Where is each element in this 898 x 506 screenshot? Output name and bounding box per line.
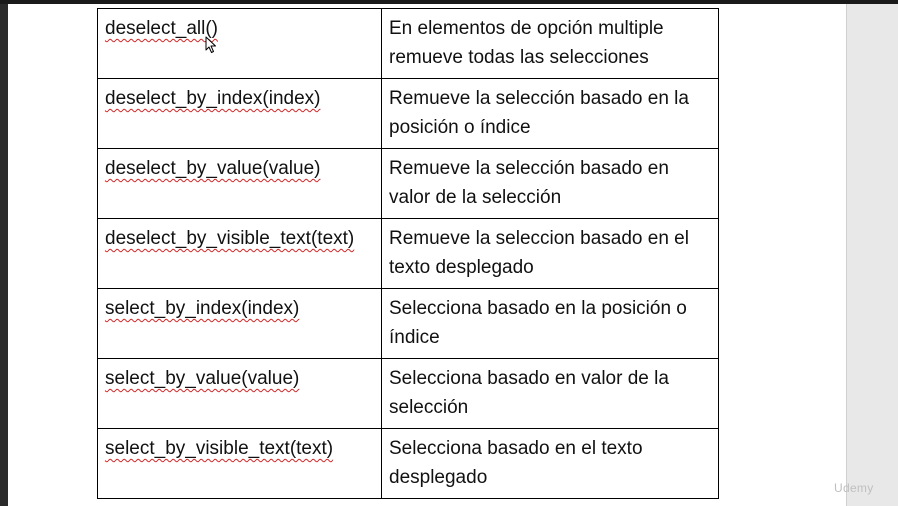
- method-cell: select_by_index(index): [97, 288, 382, 359]
- method-description: Selecciona basado en el texto desplegado: [389, 438, 643, 488]
- method-name: select_by_visible_text(text): [105, 438, 334, 459]
- method-name: deselect_by_index(index): [105, 88, 321, 109]
- table-row: select_by_visible_text(text) Selecciona …: [97, 428, 719, 499]
- method-name: select_by_value(value): [105, 368, 300, 389]
- table-row: select_by_index(index) Selecciona basado…: [97, 288, 719, 359]
- right-scroll-gutter[interactable]: [846, 4, 898, 506]
- description-cell: Selecciona basado en la posición o índic…: [381, 288, 719, 359]
- method-cell: deselect_all(): [97, 8, 382, 79]
- method-cell: select_by_value(value): [97, 358, 382, 429]
- top-frame-bar: [0, 0, 898, 4]
- table-row: select_by_value(value) Selecciona basado…: [97, 358, 719, 429]
- description-cell: Selecciona basado en el texto desplegado: [381, 428, 719, 499]
- method-description: Remueve la selección basado en valor de …: [389, 158, 669, 208]
- description-cell: Selecciona basado en valor de la selecci…: [381, 358, 719, 429]
- description-cell: Remueve la selección basado en valor de …: [381, 148, 719, 219]
- method-description: En elementos de opción multiple remueve …: [389, 18, 664, 68]
- method-description: Selecciona basado en la posición o índic…: [389, 298, 687, 348]
- description-cell: En elementos de opción multiple remueve …: [381, 8, 719, 79]
- methods-table: deselect_all() En elementos de opción mu…: [97, 8, 719, 499]
- table-row: deselect_by_visible_text(text) Remueve l…: [97, 218, 719, 289]
- description-cell: Remueve la selección basado en la posici…: [381, 78, 719, 149]
- table-row: deselect_by_value(value) Remueve la sele…: [97, 148, 719, 219]
- method-name: deselect_all(): [105, 18, 218, 39]
- method-description: Remueve la selección basado en la posici…: [389, 88, 689, 138]
- table-row: deselect_all() En elementos de opción mu…: [97, 8, 719, 79]
- method-cell: deselect_by_index(index): [97, 78, 382, 149]
- method-description: Remueve la seleccion basado en el texto …: [389, 228, 689, 278]
- description-cell: Remueve la seleccion basado en el texto …: [381, 218, 719, 289]
- udemy-logo-icon: Udemy: [834, 481, 874, 495]
- method-cell: select_by_visible_text(text): [97, 428, 382, 499]
- gutter-edge: [846, 4, 847, 506]
- method-name: select_by_index(index): [105, 298, 300, 319]
- method-name: deselect_by_visible_text(text): [105, 228, 355, 249]
- table-row: deselect_by_index(index) Remueve la sele…: [97, 78, 719, 149]
- method-description: Selecciona basado en valor de la selecci…: [389, 368, 669, 418]
- mouse-pointer-icon: [205, 36, 216, 53]
- method-cell: deselect_by_value(value): [97, 148, 382, 219]
- methods-table-body: deselect_all() En elementos de opción mu…: [97, 8, 719, 499]
- method-name: deselect_by_value(value): [105, 158, 321, 179]
- method-cell: deselect_by_visible_text(text): [97, 218, 382, 289]
- watermark-text: Udemy: [834, 481, 874, 495]
